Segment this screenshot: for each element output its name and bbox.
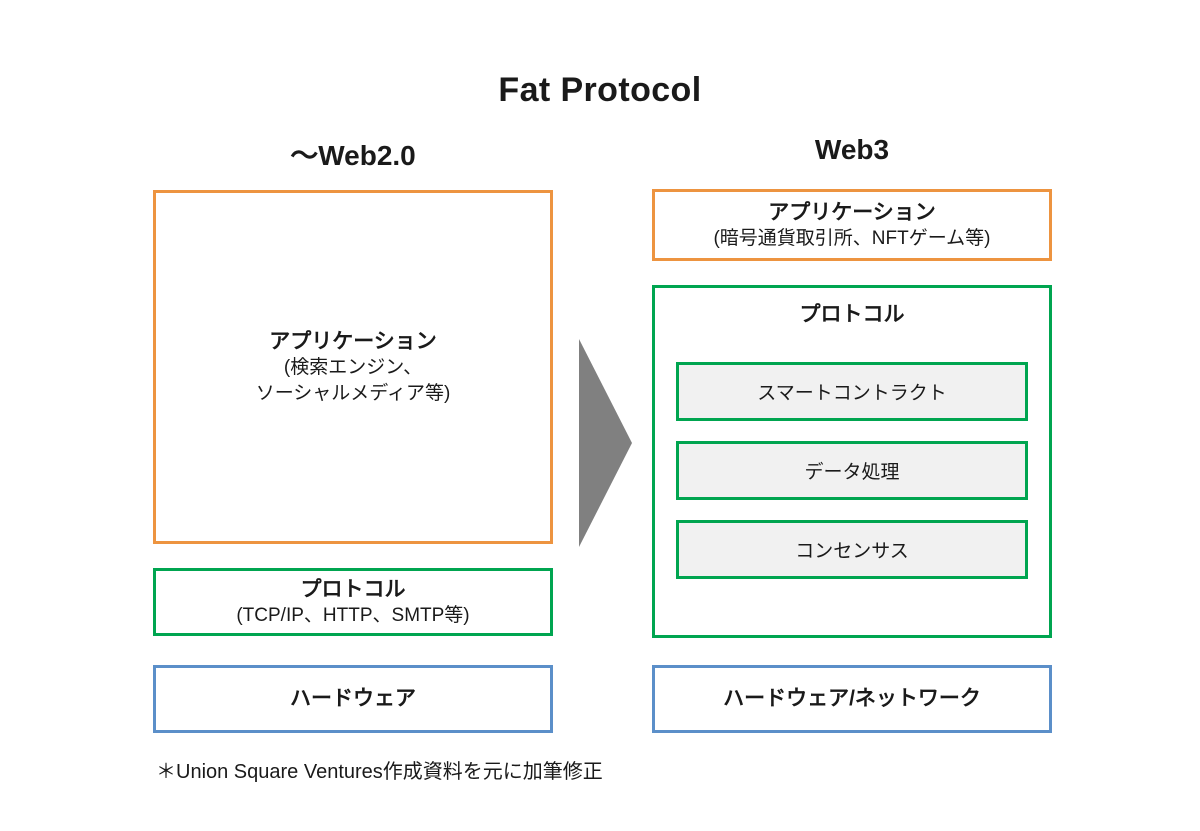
web3-sublayer-smart-contract-label: スマートコントラクト xyxy=(757,383,947,404)
web2-protocol-title: プロトコル xyxy=(300,577,406,601)
column-header-web3: Web3 xyxy=(814,134,890,165)
web3-protocol-layer-box[interactable]: プロトコル スマートコントラクト データ処理 コンセンサス xyxy=(652,285,1052,638)
web3-application-layer-box[interactable]: アプリケーション (暗号通貨取引所、NFTゲーム等) xyxy=(652,189,1052,261)
right-arrow-icon xyxy=(579,339,632,547)
web3-sublayer-data-processing[interactable]: データ処理 xyxy=(676,441,1028,500)
web2-application-title: アプリケーション xyxy=(269,329,437,353)
web2-hardware-title: ハードウェア xyxy=(290,687,416,711)
web3-hardware-title: ハードウェア/ネットワーク xyxy=(723,687,981,711)
web3-sublayer-consensus[interactable]: コンセンサス xyxy=(676,520,1028,579)
web3-sublayer-data-processing-label: データ処理 xyxy=(804,462,900,483)
column-header-web2: 〜Web2.0 xyxy=(290,140,416,171)
page-title: Fat Protocol xyxy=(498,71,702,109)
source-footnote: ＊Union Square Ventures作成資料を元に加筆修正 xyxy=(156,761,603,783)
web3-application-title: アプリケーション xyxy=(768,200,936,224)
web2-protocol-layer-box[interactable]: プロトコル (TCP/IP、HTTP、SMTP等) xyxy=(153,568,553,636)
web3-protocol-sublayer-stack: スマートコントラクト データ処理 コンセンサス xyxy=(676,362,1028,579)
web3-hardware-layer-box[interactable]: ハードウェア/ネットワーク xyxy=(652,665,1052,733)
web3-sublayer-consensus-label: コンセンサス xyxy=(795,541,909,562)
web3-application-subtitle: (暗号通貨取引所、NFTゲーム等) xyxy=(713,227,991,249)
web2-application-layer-box[interactable]: アプリケーション (検索エンジン、 ソーシャルメディア等) xyxy=(153,190,553,544)
web3-sublayer-smart-contract[interactable]: スマートコントラクト xyxy=(676,362,1028,421)
web2-application-subtitle-line1: (検索エンジン、 xyxy=(283,357,423,379)
web2-protocol-subtitle: (TCP/IP、HTTP、SMTP等) xyxy=(236,604,470,626)
web3-protocol-title: プロトコル xyxy=(799,303,905,326)
web2-application-subtitle-line2: ソーシャルメディア等) xyxy=(255,382,451,404)
web2-hardware-layer-box[interactable]: ハードウェア xyxy=(153,665,553,733)
